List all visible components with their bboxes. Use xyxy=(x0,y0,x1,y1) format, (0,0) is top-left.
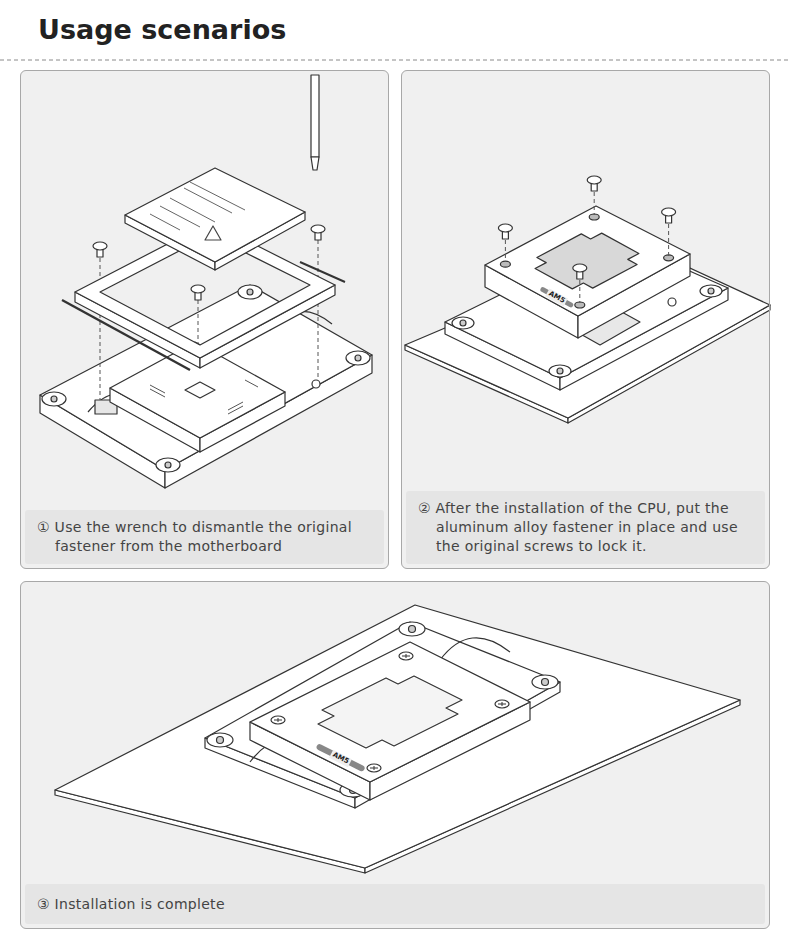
installed-fastener xyxy=(55,605,740,873)
dashed-rule xyxy=(0,60,790,61)
step-caption: ③ Installation is complete xyxy=(37,895,753,914)
original-fastener-exploded xyxy=(40,75,372,488)
page-title: Usage scenarios xyxy=(38,14,286,45)
step-caption: ① Use the wrench to dismantle the origin… xyxy=(37,518,372,556)
aluminium-fastener-install xyxy=(405,176,770,423)
caption-band: ③ Installation is complete xyxy=(25,884,765,924)
caption-band: ② After the installation of the CPU, put… xyxy=(406,491,765,564)
step-panel: ② After the installation of the CPU, put… xyxy=(401,70,770,569)
panel-grounds xyxy=(20,70,770,929)
step-panel: ① Use the wrench to dismantle the origin… xyxy=(20,70,389,569)
step-caption: ② After the installation of the CPU, put… xyxy=(418,499,753,556)
step-panel: ③ Installation is complete xyxy=(20,581,770,929)
caption-band: ① Use the wrench to dismantle the origin… xyxy=(25,510,384,564)
